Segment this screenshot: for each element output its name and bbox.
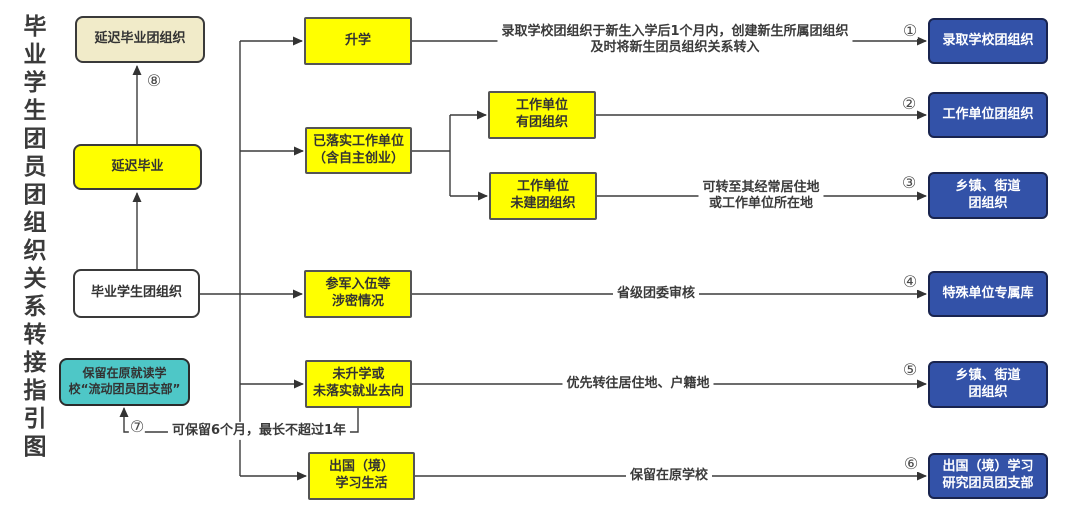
annotation-enrollment-note: 录取学校团组织于新生入学后1个月内，创建新生所属团组织 及时将新生团员组织关系转… xyxy=(497,22,853,58)
node-military-secret: 参军入伍等 涉密情况 xyxy=(304,270,412,318)
badge-1: ① xyxy=(901,21,919,40)
node-mobile-member-branch: 保留在原就读学 校“流动团员团支部” xyxy=(59,358,190,406)
node-delayed-grad: 延迟毕业 xyxy=(73,144,202,190)
badge-7: ⑦ xyxy=(128,417,146,436)
node-dest-town-org-5: 乡镇、街道 团组织 xyxy=(928,361,1048,408)
badge-5: ⑤ xyxy=(901,360,919,379)
badge-6: ⑥ xyxy=(902,454,920,473)
node-not-enrolled: 未升学或 未落实就业去向 xyxy=(305,360,412,408)
node-dest-abroad-branch: 出国（境）学习 研究团员团支部 xyxy=(928,453,1048,499)
page-title: 毕业学生团员团组织关系转接指引图 xyxy=(19,14,45,462)
node-abroad-study: 出国（境） 学习生活 xyxy=(308,452,415,500)
node-dest-special-db: 特殊单位专属库 xyxy=(928,271,1048,317)
node-dest-school-org: 录取学校团组织 xyxy=(928,18,1048,64)
node-work-with-org: 工作单位 有团组织 xyxy=(488,91,596,139)
node-dest-town-org-3: 乡镇、街道 团组织 xyxy=(928,172,1048,219)
node-dest-work-org: 工作单位团组织 xyxy=(928,92,1048,138)
node-work-without-org: 工作单位 未建团组织 xyxy=(489,172,597,220)
badge-8: ⑧ xyxy=(145,71,163,90)
annotation-residence-note: 可转至其经常居住地 或工作单位所在地 xyxy=(698,178,824,214)
node-delayed-grad-org: 延迟毕业团组织 xyxy=(75,16,205,63)
badge-2: ② xyxy=(900,94,918,113)
node-further-study: 升学 xyxy=(304,17,412,65)
annotation-provincial-review: 省级团委审核 xyxy=(612,284,700,304)
node-employed: 已落实工作单位 （含自主创业） xyxy=(305,127,412,174)
badge-3: ③ xyxy=(900,173,918,192)
annotation-retain-duration: 可保留6个月，最长不超过1年 xyxy=(167,421,351,441)
badge-4: ④ xyxy=(901,272,919,291)
annotation-keep-original-school: 保留在原学校 xyxy=(625,466,713,486)
node-grad-student-org: 毕业学生团组织 xyxy=(73,269,200,318)
annotation-priority-transfer: 优先转往居住地、户籍地 xyxy=(562,374,714,394)
